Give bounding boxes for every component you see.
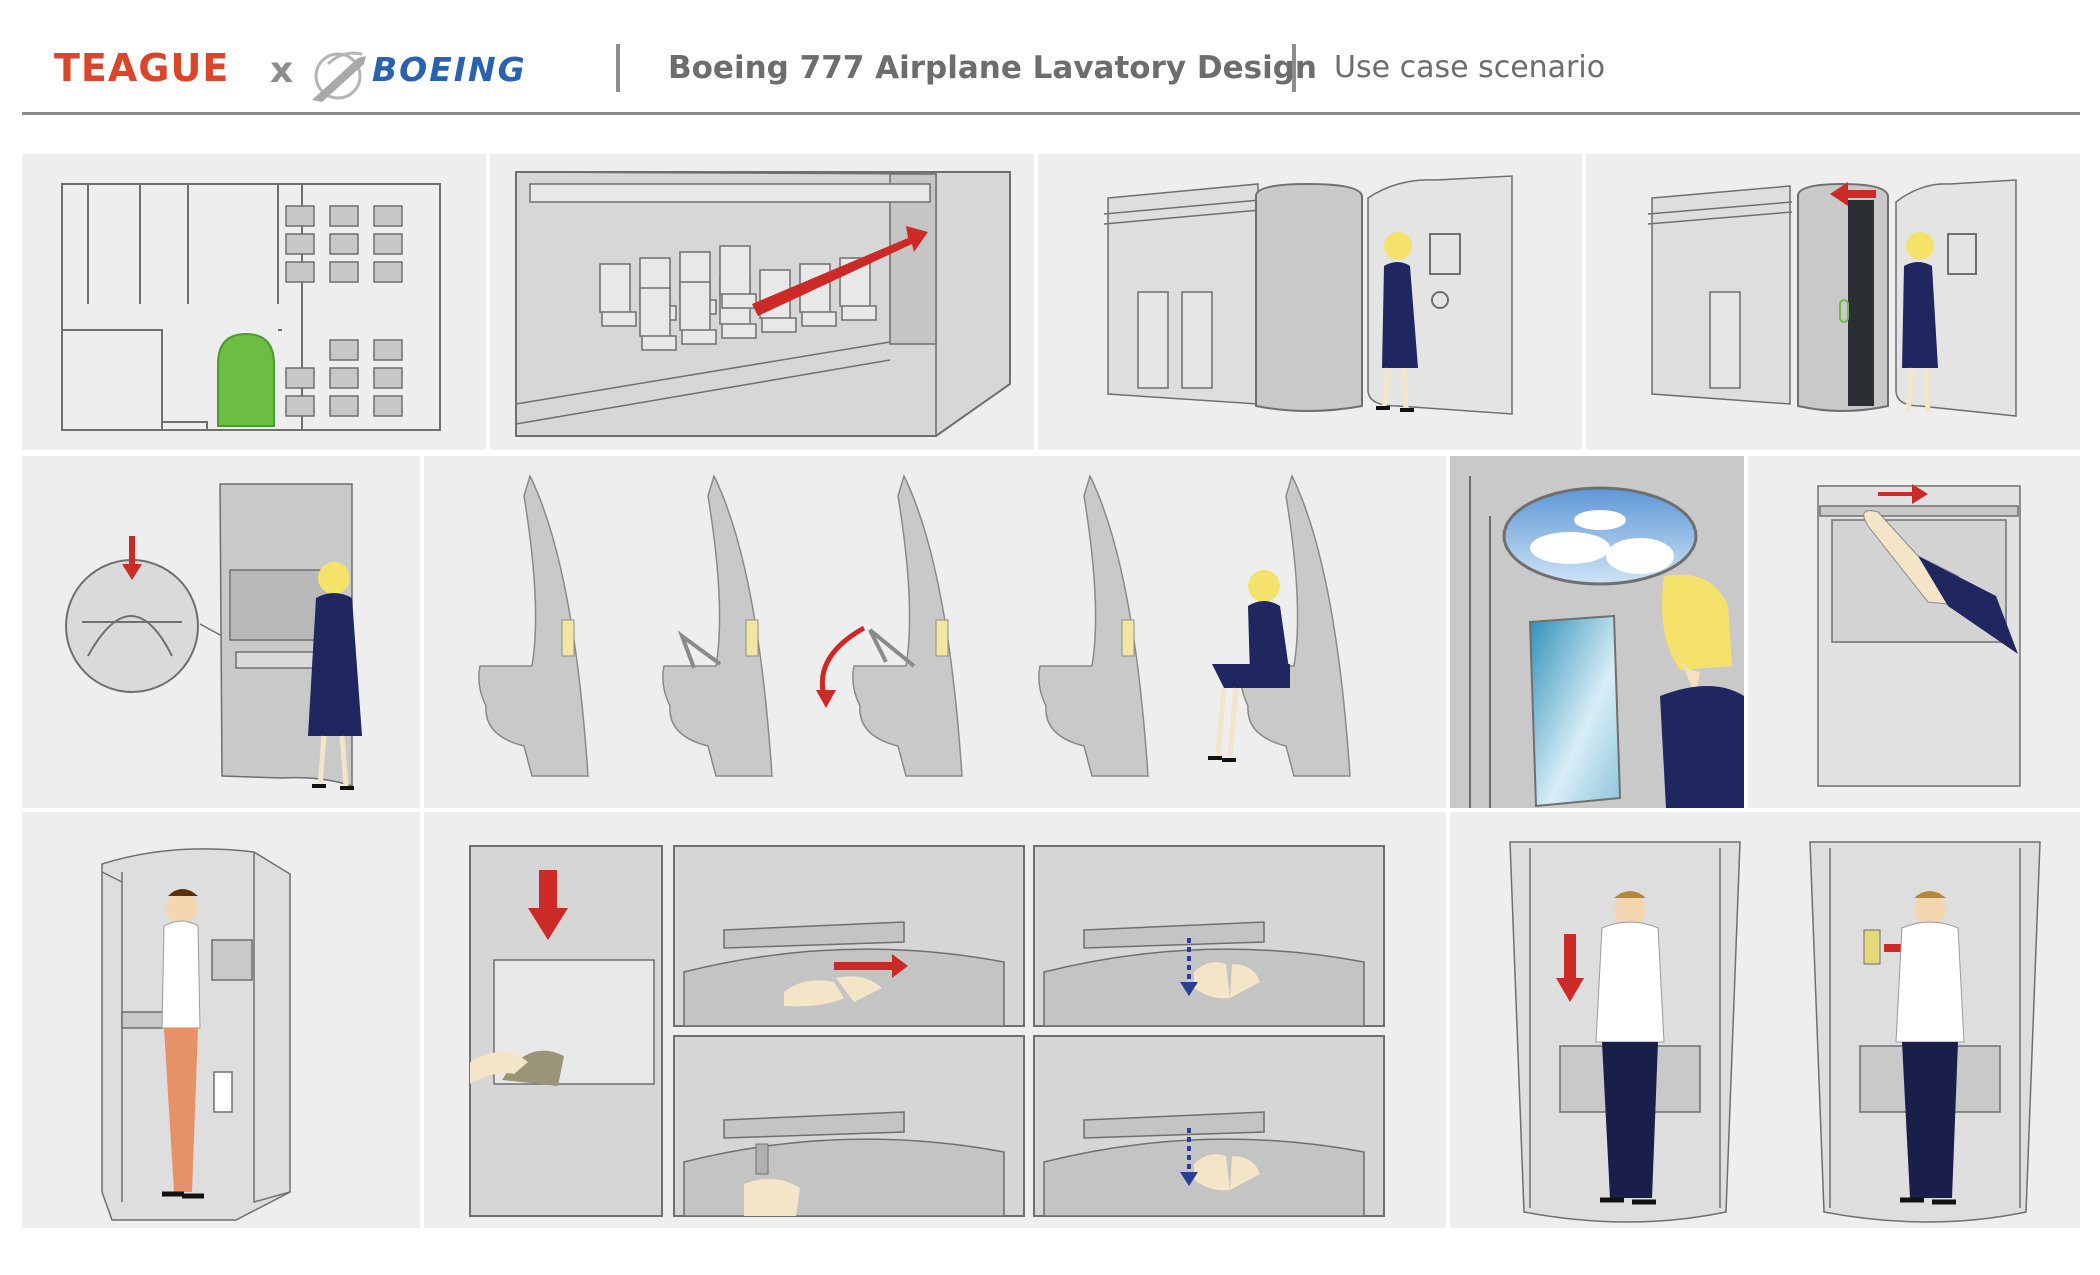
panel-approach-door	[1038, 154, 1582, 450]
panel-man-exit	[1450, 812, 2080, 1228]
sink-icon	[65, 483, 362, 790]
woman-figure	[1376, 232, 1418, 412]
hand-icon	[1817, 484, 2021, 787]
panel-seat-sequence	[424, 456, 1446, 808]
sliding-door-icon	[1647, 179, 2017, 417]
lavatory-unit-icon	[1103, 175, 1513, 415]
teague-logo: TEAGUE	[54, 46, 230, 90]
person-icon	[101, 848, 291, 1221]
boeing-logo: BOEING	[372, 50, 527, 89]
person-icon	[1509, 841, 2041, 1223]
woman-figure	[1902, 232, 1938, 413]
floor-plan-icon	[61, 183, 441, 431]
panel-skylight-mirror	[1450, 456, 1744, 808]
collaboration-sign: x	[270, 50, 294, 91]
header: TEAGUE x BOEING Boeing 777 Airplane Lava…	[0, 0, 2100, 115]
man-figure	[1595, 891, 1665, 1205]
boeing-emblem-icon	[312, 51, 366, 102]
man-figure	[1895, 891, 1965, 1205]
header-divider	[616, 44, 620, 92]
seat-rows-icon	[515, 171, 1011, 437]
page-title: Boeing 777 Airplane Lavatory Design	[668, 50, 1317, 86]
panel-aisle-arrow	[490, 154, 1034, 450]
skylight-icon	[1469, 476, 1744, 808]
header-divider	[1292, 44, 1296, 92]
panel-door-open	[1586, 154, 2080, 450]
panel-man-standing	[22, 812, 420, 1228]
panel-slide-handle	[1748, 456, 2080, 808]
woman-figure	[308, 562, 362, 790]
panel-wash-hands	[22, 456, 420, 808]
page-subtitle: Use case scenario	[1334, 50, 1606, 85]
woman-figure	[1208, 570, 1290, 762]
faucet-icon	[469, 845, 1385, 1217]
man-figure	[161, 889, 204, 1199]
toilet-seat-icon	[478, 473, 1351, 777]
panel-floor-plan	[22, 154, 486, 450]
panel-faucet-steps	[424, 812, 1446, 1228]
header-rule	[22, 112, 2080, 115]
woman-figure	[1660, 574, 1744, 808]
